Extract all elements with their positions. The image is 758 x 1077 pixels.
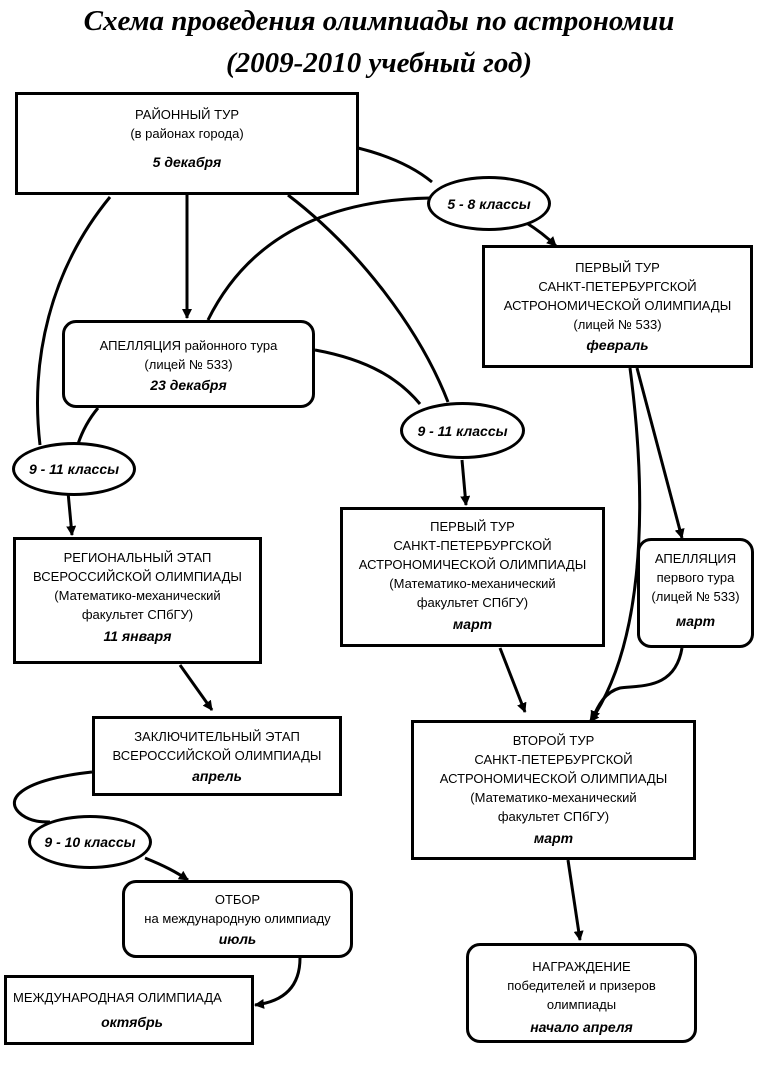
edge-grades-9-11-mid-to-first-faculty	[460, 459, 471, 506]
edge-regional-to-final	[178, 664, 214, 711]
node-line: (Математико-механический	[470, 790, 637, 805]
node-date: март	[452, 616, 493, 632]
edge-appeal-to-grades-9-11-mid	[314, 348, 422, 405]
district-round-box: РАЙОННЫЙ ТУР (в районах города) 5 декабр…	[15, 92, 359, 195]
node-line: НАГРАЖДЕНИЕ	[532, 959, 631, 974]
node-line: (Математико-механический	[54, 588, 221, 603]
node-date: март	[675, 613, 716, 629]
node-line: ЗАКЛЮЧИТЕЛЬНЫЙ ЭТАП	[134, 729, 300, 744]
edge-appeal-first-to-second	[590, 647, 684, 721]
node-line: (в районах города)	[130, 126, 244, 141]
grades-9-10-oval: 9 - 10 классы	[28, 815, 152, 869]
node-line: ВТОРОЙ ТУР	[512, 733, 595, 748]
second-round-box: ВТОРОЙ ТУР САНКТ-ПЕТЕРБУРГСКОЙ АСТРОНОМИ…	[411, 720, 696, 860]
regional-stage-box: РЕГИОНАЛЬНЫЙ ЭТАП ВСЕРОССИЙСКОЙ ОЛИМПИАД…	[13, 537, 262, 664]
grades-9-11-mid-oval: 9 - 11 классы	[400, 402, 525, 459]
edge-first-faculty-to-second	[498, 647, 527, 713]
node-line: АСТРОНОМИЧЕСКОЙ ОЛИМПИАДЫ	[358, 557, 587, 572]
edge-district-to-grades-9-11-mid	[287, 193, 450, 403]
node-line: на международную олимпиаду	[144, 911, 331, 926]
international-olympiad-box: МЕЖДУНАРОДНАЯ ОЛИМПИАДА октябрь	[4, 975, 254, 1045]
node-line: (лицей № 533)	[573, 317, 662, 332]
node-date: 11 января	[103, 628, 172, 644]
node-line: ПЕРВЫЙ ТУР	[575, 260, 660, 275]
edge-selection-to-international	[254, 957, 302, 1009]
node-line: АСТРОНОМИЧЕСКОЙ ОЛИМПИАДЫ	[503, 298, 732, 313]
node-line: первого тура	[656, 570, 735, 585]
node-line: олимпиады	[546, 997, 617, 1012]
edge-grades-9-11-left-to-regional	[66, 491, 77, 536]
edge-grades-5-8-to-first-lyceum	[524, 220, 558, 248]
first-round-faculty-box: ПЕРВЫЙ ТУР САНКТ-ПЕТЕРБУРГСКОЙ АСТРОНОМИ…	[340, 507, 605, 647]
node-line: факультет СПбГУ)	[81, 607, 194, 622]
node-date: 23 декабря	[150, 377, 227, 393]
edge-appeal-to-grades-5-8	[206, 196, 431, 321]
node-date: март	[533, 830, 574, 846]
node-line: РАЙОННЫЙ ТУР	[134, 107, 240, 122]
edge-first-lyceum-to-second	[588, 367, 642, 723]
edge-grades-9-10-to-selection	[144, 856, 189, 882]
award-box: НАГРАЖДЕНИЕ победителей и призеров олимп…	[466, 943, 697, 1043]
grades-5-8-oval: 5 - 8 классы	[427, 176, 551, 231]
node-line: ОТБОР	[214, 892, 261, 907]
node-date: 5 декабря	[152, 154, 222, 170]
node-line: (Математико-механический	[389, 576, 556, 591]
node-line: САНКТ-ПЕТЕРБУРГСКОЙ	[393, 538, 552, 553]
node-line: (лицей № 533)	[144, 357, 233, 372]
node-line: САНКТ-ПЕТЕРБУРГСКОЙ	[538, 279, 697, 294]
edge-district-to-grades-9-11-left	[36, 196, 112, 446]
node-date: октябрь	[101, 1014, 163, 1030]
node-line: САНКТ-ПЕТЕРБУРГСКОЙ	[474, 752, 633, 767]
node-date: июль	[218, 931, 257, 947]
final-stage-box: ЗАКЛЮЧИТЕЛЬНЫЙ ЭТАП ВСЕРОССИЙСКОЙ ОЛИМПИ…	[92, 716, 342, 796]
node-line: РЕГИОНАЛЬНЫЙ ЭТАП	[63, 550, 212, 565]
node-line: ВСЕРОССИЙСКОЙ ОЛИМПИАДЫ	[33, 569, 242, 584]
edge-first-lyceum-to-appeal-first	[635, 367, 685, 539]
node-line: АСТРОНОМИЧЕСКОЙ ОЛИМПИАДЫ	[439, 771, 668, 786]
node-line: МЕЖДУНАРОДНАЯ ОЛИМПИАДА	[13, 990, 222, 1005]
node-date: апрель	[192, 768, 242, 784]
node-date: начало апреля	[530, 1019, 633, 1035]
node-line: ПЕРВЫЙ ТУР	[430, 519, 515, 534]
first-round-lyceum-box: ПЕРВЫЙ ТУР САНКТ-ПЕТЕРБУРГСКОЙ АСТРОНОМИ…	[482, 245, 753, 368]
district-appeal-box: АПЕЛЛЯЦИЯ районного тура (лицей № 533) 2…	[62, 320, 315, 408]
node-date: февраль	[586, 337, 649, 353]
node-line: факультет СПбГУ)	[416, 595, 529, 610]
node-line: ВСЕРОССИЙСКОЙ ОЛИМПИАДЫ	[112, 748, 322, 763]
node-line: АПЕЛЛЯЦИЯ районного тура	[99, 338, 278, 353]
edge-final-to-grades-9-10	[12, 770, 93, 824]
edge-appeal-to-grades-9-11-left	[76, 407, 100, 445]
node-line: факультет СПбГУ)	[497, 809, 610, 824]
diagram-title-line2: (2009-2010 учебный год)	[225, 47, 533, 79]
node-line: победителей и призеров	[507, 978, 656, 993]
selection-box: ОТБОР на международную олимпиаду июль	[122, 880, 353, 958]
node-line: АПЕЛЛЯЦИЯ	[654, 551, 737, 566]
edge-district-to-grades-5-8	[357, 146, 433, 184]
grades-9-11-left-oval: 9 - 11 классы	[12, 442, 136, 496]
edge-second-to-award	[566, 859, 584, 941]
node-line: (лицей № 533)	[651, 589, 740, 604]
diagram-title-line1: Схема проведения олимпиады по астрономии	[83, 5, 675, 37]
first-round-appeal-box: АПЕЛЛЯЦИЯ первого тура (лицей № 533) мар…	[637, 538, 754, 648]
